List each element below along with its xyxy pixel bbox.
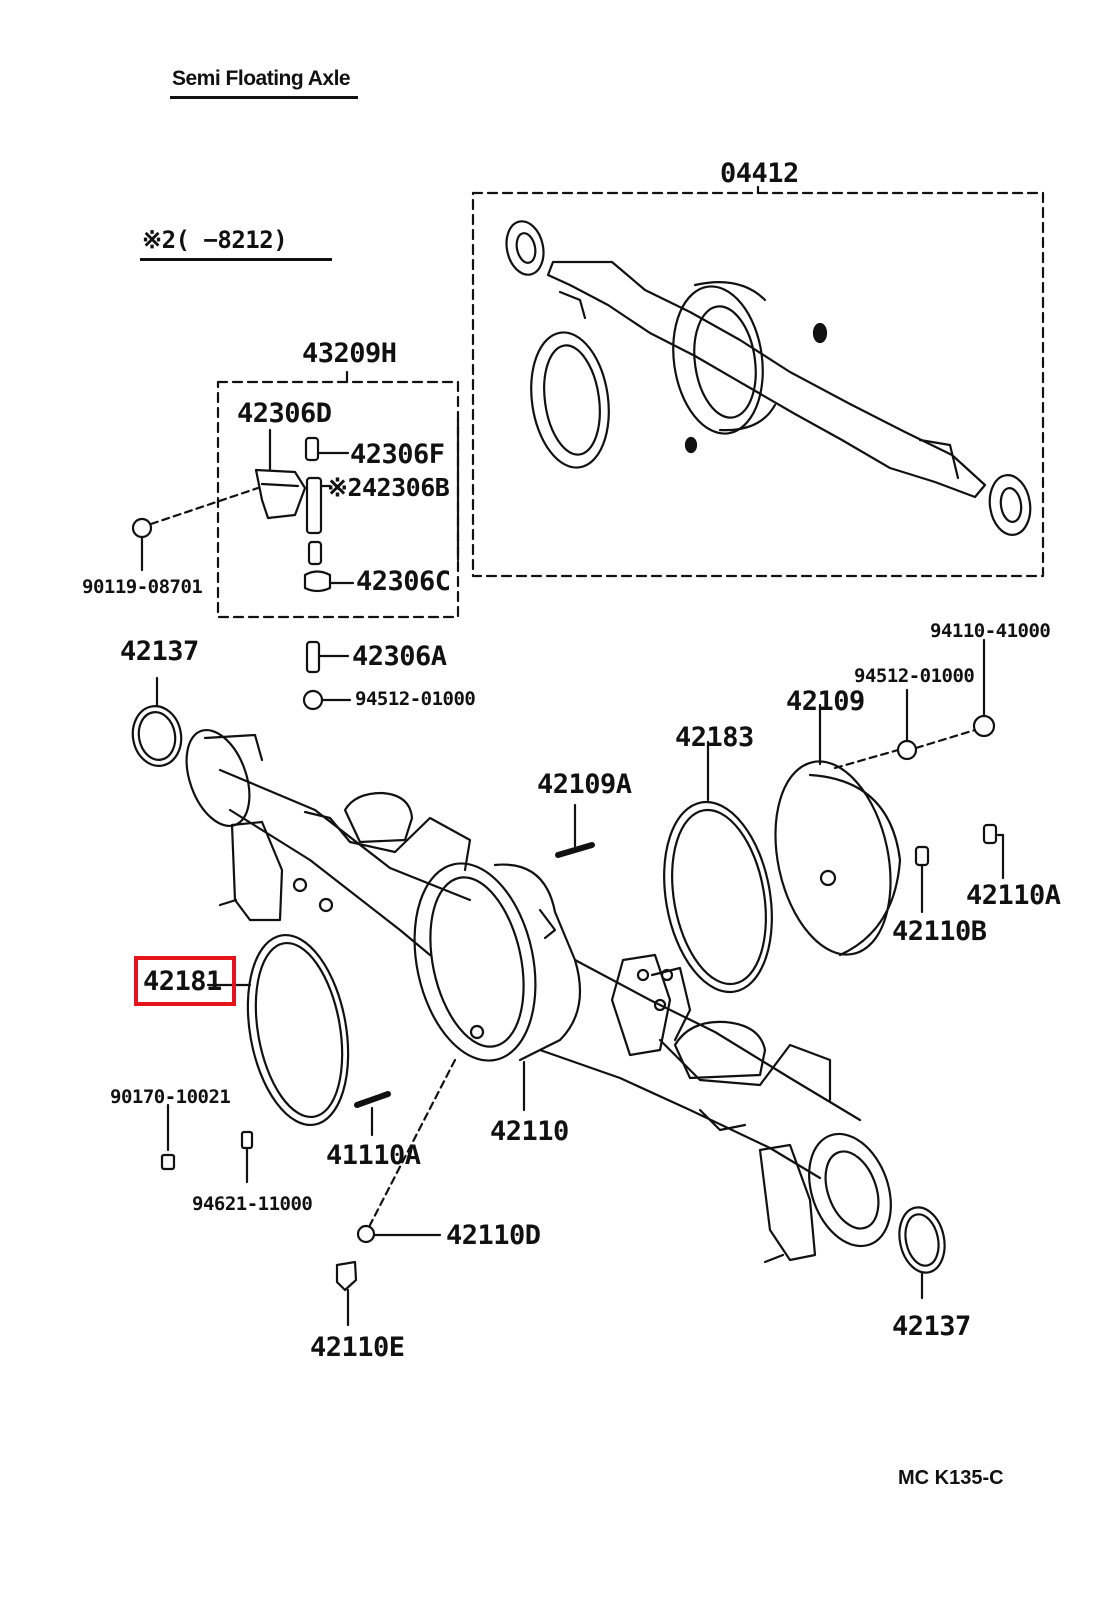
part-label-42183[interactable]: 42183 <box>675 722 754 753</box>
part-label-42306C[interactable]: 42306C <box>356 566 451 597</box>
assembly-box-43209H <box>216 380 460 619</box>
bearing-left-icon <box>505 220 545 276</box>
bearing-right-icon <box>988 474 1032 536</box>
plug-42110A-icon <box>982 823 1005 880</box>
title-underline <box>170 96 358 99</box>
diagram-title: Semi Floating Axle <box>172 67 351 90</box>
plug-42110B-icon <box>914 845 930 914</box>
washer-94621-icon <box>240 1130 254 1184</box>
highlight-box-42181 <box>134 956 236 1006</box>
part-label-94512-01000-a[interactable]: 94512-01000 <box>355 688 476 710</box>
part-label-42109[interactable]: 42109 <box>786 686 865 717</box>
part-label-42110E[interactable]: 42110E <box>310 1332 405 1363</box>
part-label-42306D[interactable]: 42306D <box>237 398 332 429</box>
part-label-94621-11000[interactable]: 94621-11000 <box>192 1193 313 1215</box>
part-label-42137-right[interactable]: 42137 <box>892 1311 971 1342</box>
ring-gear-icon <box>530 331 610 469</box>
part-label-94110-41000[interactable]: 94110-41000 <box>930 620 1051 642</box>
part-label-42109A[interactable]: 42109A <box>537 769 632 800</box>
part-label-04412[interactable]: 04412 <box>720 158 799 189</box>
plug-42110D-icon <box>356 1058 457 1244</box>
gasket-42183-icon <box>663 740 773 994</box>
part-label-41110A[interactable]: 41110A <box>326 1140 421 1171</box>
nut-94110-icon <box>972 638 996 738</box>
part-label-42110A[interactable]: 42110A <box>966 880 1061 911</box>
axle-shaft-icon <box>546 260 987 499</box>
figure-code: MC K135-C <box>898 1467 1004 1489</box>
note-underline <box>140 258 332 261</box>
stud-41110A-icon <box>354 1091 391 1137</box>
nut-90170-icon <box>160 1103 176 1171</box>
bolt-90119-icon <box>131 486 260 572</box>
stud-42109A-icon <box>555 803 595 858</box>
gasket-42181-icon <box>206 933 350 1127</box>
part-label-42110B[interactable]: 42110B <box>892 916 987 947</box>
part-label-90119-08701[interactable]: 90119-08701 <box>82 576 203 598</box>
bracket-42306D-icon <box>254 428 307 520</box>
part-label-42306A[interactable]: 42306A <box>352 641 447 672</box>
part-label-42306B[interactable]: ※242306B <box>327 473 450 502</box>
cover-42109-icon <box>774 703 902 957</box>
part-label-43209H[interactable]: 43209H <box>302 338 397 369</box>
part-label-42137-left[interactable]: 42137 <box>120 636 199 667</box>
part-label-90170-10021[interactable]: 90170-10021 <box>110 1086 231 1108</box>
plug-42110E-icon <box>335 1260 358 1327</box>
model-note: ※2( −8212) <box>142 226 288 254</box>
part-label-94512-01000-b[interactable]: 94512-01000 <box>854 665 975 687</box>
part-label-42306F[interactable]: 42306F <box>350 439 445 470</box>
nipple-42306A-icon <box>302 640 352 711</box>
nut-94512-icon <box>896 688 977 761</box>
assembly-box-04412 <box>471 191 1045 578</box>
vent-pipe-icon <box>303 436 355 593</box>
part-label-42181[interactable]: 42181 <box>143 966 222 997</box>
part-label-42110D[interactable]: 42110D <box>446 1220 541 1251</box>
part-label-42110[interactable]: 42110 <box>490 1116 569 1147</box>
axle-housing-icon <box>131 676 946 1300</box>
